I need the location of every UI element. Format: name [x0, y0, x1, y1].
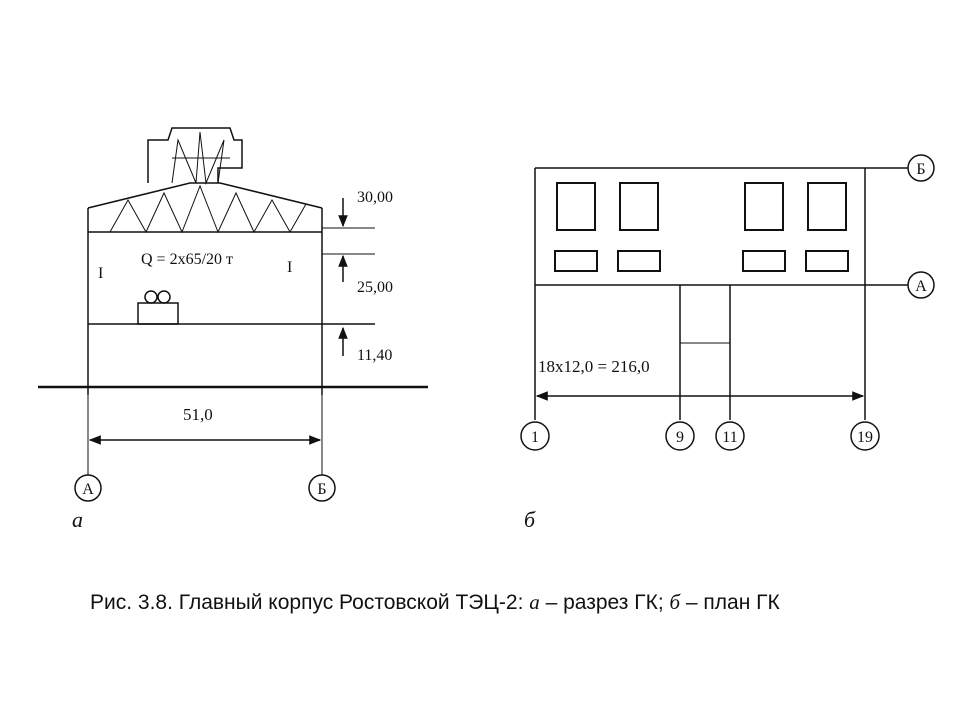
lantern-outline: [147, 127, 243, 183]
figure-caption: Рис. 3.8. Главный корпус Ростовской ТЭЦ-…: [90, 590, 890, 615]
svg-text:Б: Б: [317, 481, 326, 498]
roof-outline: [87, 182, 323, 209]
caption-letter-b: б: [669, 590, 681, 614]
section-a-letter: а: [72, 507, 83, 532]
plan-slot: [805, 250, 849, 272]
axis-bubble-row-b: Б: [907, 154, 935, 182]
lantern-truss: [171, 131, 225, 185]
plan-block: [744, 182, 784, 231]
elevation-label: 25,00: [357, 279, 393, 296]
axis-bubble-row-a: А: [907, 271, 935, 299]
plan-b-letter: б: [524, 507, 536, 532]
caption-b-text: – план ГК: [680, 591, 780, 614]
plan-block: [807, 182, 847, 231]
span-dimension-label: 51,0: [183, 405, 213, 424]
svg-text:9: 9: [676, 429, 684, 446]
plan-dimension-label: 18х12,0 = 216,0: [538, 357, 650, 376]
plan-block: [556, 182, 596, 231]
elevation-label: 11,40: [357, 347, 392, 364]
caption-letter-a: а: [529, 590, 540, 614]
elevation-label: 30,00: [357, 189, 393, 206]
plan-b-drawing: 18х12,0 = 216,0 Б А 1 9 11 19 б: [520, 154, 935, 532]
svg-text:19: 19: [857, 429, 873, 446]
axis-bubble-col-1: 1: [520, 421, 550, 451]
axis-bubble-col-19: 19: [850, 421, 880, 451]
svg-text:1: 1: [531, 429, 539, 446]
plan-block: [619, 182, 659, 231]
elevation-marker-11: 11,40: [338, 326, 392, 364]
column-mark-right: I: [287, 259, 292, 276]
crane-label: Q = 2х65/20 т: [141, 251, 233, 268]
svg-text:А: А: [82, 481, 94, 498]
caption-prefix: Рис. 3.8. Главный корпус Ростовской ТЭЦ-…: [90, 591, 530, 614]
column-mark-left: I: [98, 265, 103, 282]
crane-wheel-right: [157, 290, 171, 304]
elevation-marker-30: 30,00: [322, 189, 393, 229]
caption-a-text: – разрез ГК;: [539, 591, 670, 614]
elevation-marker-25: 25,00: [322, 253, 393, 296]
axis-bubble-col-9: 9: [665, 421, 695, 451]
plan-slot: [554, 250, 598, 272]
svg-text:А: А: [915, 278, 927, 295]
svg-text:11: 11: [722, 429, 737, 446]
truss-web: [109, 184, 307, 234]
crane-body: [137, 302, 179, 325]
axis-bubble-a: А: [74, 474, 102, 502]
axis-bubble-b: Б: [308, 474, 336, 502]
svg-text:Б: Б: [916, 161, 925, 178]
plan-slot: [742, 250, 786, 272]
axis-bubble-col-11: 11: [715, 421, 745, 451]
section-a-drawing: Q = 2х65/20 т I I 30,00 25,00 11,40 51,0…: [38, 127, 428, 532]
crane-wheel-left: [144, 290, 158, 304]
plan-slot: [617, 250, 661, 272]
